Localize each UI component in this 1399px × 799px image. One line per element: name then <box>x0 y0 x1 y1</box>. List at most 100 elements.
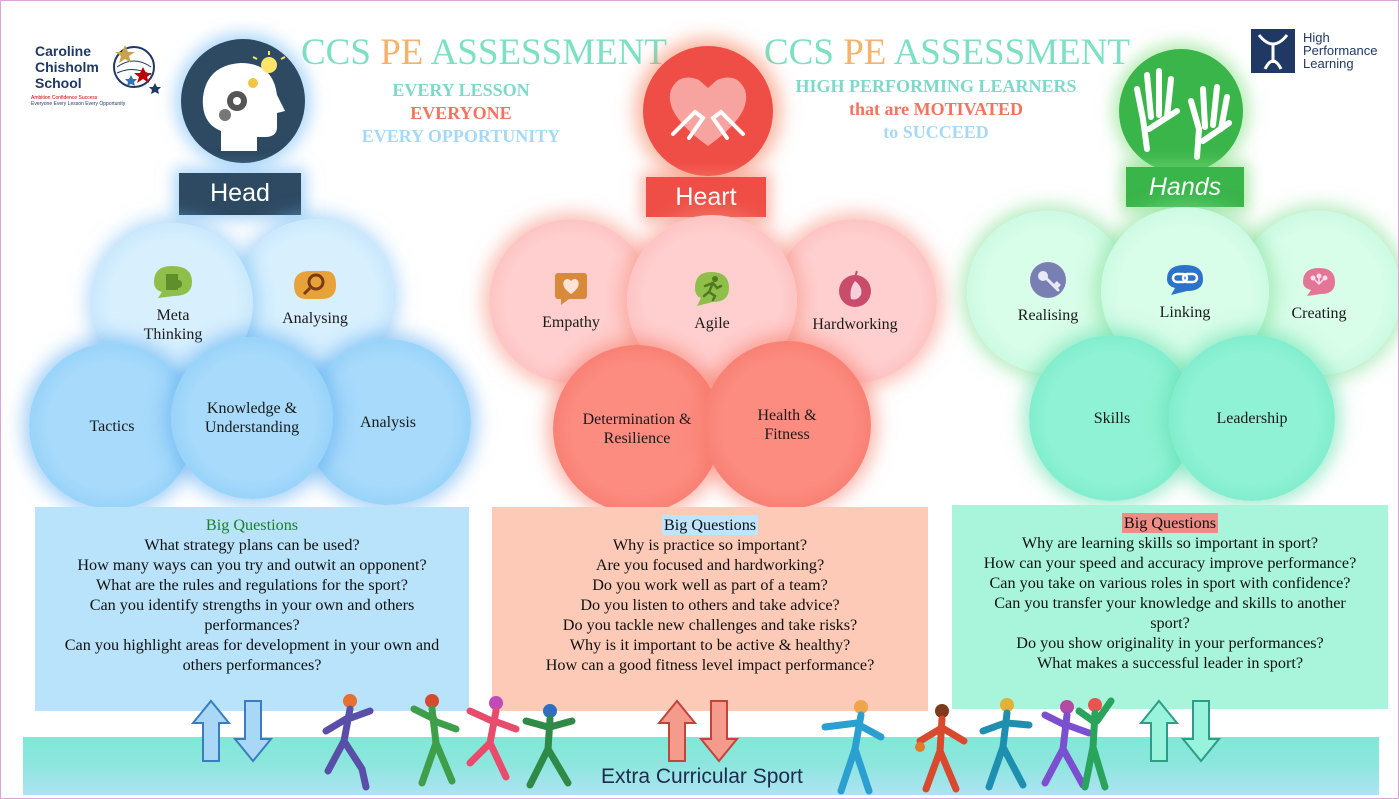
head-question: others performances? <box>182 656 322 674</box>
hpl-line-2: Performance <box>1303 43 1378 58</box>
head-questions-box: Big Questions What strategy plans can be… <box>35 507 469 711</box>
hpl-line-1: High <box>1303 30 1330 45</box>
head-label-text: Head <box>210 179 270 207</box>
school-name-line-3: School <box>35 75 82 91</box>
motto-line-2: Everyone Every Lesson Every Opportunity <box>31 101 126 107</box>
title-left: CCS PE ASSESSMENT <box>301 31 667 74</box>
bubble-leadership: Leadership <box>1169 335 1335 501</box>
bubble-skills-text: Skills <box>1093 409 1131 427</box>
athlete-figure-icon <box>1075 697 1115 791</box>
athlete-figure-icon <box>821 700 885 795</box>
school-name-line-1: Caroline <box>35 43 92 59</box>
athlete-figure-icon <box>522 704 576 789</box>
school-logo: Caroline Chisholm School Ambition Confid… <box>25 29 165 119</box>
title-left-pe: PE <box>380 32 431 73</box>
subtitle-right-line-1: HIGH PERFORMING LEARNERS <box>795 76 1077 96</box>
heart-hands-icon <box>669 77 747 146</box>
key-icon <box>1030 261 1066 298</box>
hands-question: What makes a successful leader in sport? <box>1036 654 1304 672</box>
school-name: Caroline Chisholm School <box>35 43 99 91</box>
bubble-health-text: Health & Fitness <box>757 407 817 443</box>
subtitle-right-line-3: to SUCCEED <box>883 122 989 142</box>
hpl-logo-icon <box>1251 29 1295 73</box>
title-right-ccs: CCS <box>764 32 844 73</box>
bubble-tactics: Tactics <box>29 343 195 509</box>
hands-question: Can you take on various roles in sport w… <box>989 574 1351 592</box>
bubble-skills: Skills <box>1029 335 1195 501</box>
school-motto: Ambition Confidence Success Everyone Eve… <box>31 95 161 107</box>
hands-question: Can you transfer your knowledge and skil… <box>994 594 1346 612</box>
up-down-arrows-icon <box>657 699 740 763</box>
pear-icon <box>839 270 871 307</box>
raised-hands-icon <box>1134 68 1232 160</box>
chain-link-icon <box>1167 264 1203 295</box>
hands-questions-title: Big Questions <box>1121 513 1219 533</box>
title-left-ccs: CCS <box>301 32 381 73</box>
heart-question: Why is it important to be active & healt… <box>569 636 851 654</box>
hands-circle <box>1119 49 1243 173</box>
head-question: What are the rules and regulations for t… <box>96 576 408 594</box>
hpl-line-3: Learning <box>1303 56 1354 71</box>
athlete-figure-icon <box>979 698 1033 791</box>
magnifier-icon <box>294 270 336 299</box>
head-questions-title: Big Questions <box>205 516 299 534</box>
hpl-text: High Performance Learning <box>1303 31 1377 70</box>
subtitle-left: EVERY LESSON EVERYONE EVERY OPPORTUNITY <box>361 79 561 148</box>
bubble-health: Health & Fitness <box>703 341 871 509</box>
bubble-empathy-text: Empathy <box>542 313 600 331</box>
bubble-determination: Determination & Resilience <box>553 345 721 513</box>
heart-question: Do you tackle new challenges and take ri… <box>562 616 858 634</box>
bubble-realising-text: Realising <box>1017 306 1079 324</box>
school-name-line-2: Chisholm <box>35 59 99 75</box>
hands-question: sport? <box>1150 614 1190 632</box>
heart-circle <box>643 46 773 176</box>
extra-curricular-label: Extra Curricular Sport <box>601 765 803 788</box>
title-left-assessment: ASSESSMENT <box>430 32 668 73</box>
bubble-analysing-text: Analysing <box>282 309 348 327</box>
speech-heart-icon <box>555 272 587 305</box>
title-right-pe: PE <box>843 32 894 73</box>
head-question: performances? <box>204 616 300 634</box>
heart-questions-title: Big Questions <box>661 515 759 535</box>
head-gears-icon <box>202 51 286 151</box>
head-question: How many ways can you try and outwit an … <box>77 556 427 574</box>
title-right: CCS PE ASSESSMENT <box>764 31 1130 74</box>
bubble-creating-text: Creating <box>1291 304 1347 322</box>
bubble-agile-text: Agile <box>694 314 730 332</box>
bubble-linking-text: Linking <box>1159 303 1211 321</box>
subtitle-left-line-1: EVERY LESSON <box>392 80 530 100</box>
heart-question: Are you focused and hardworking? <box>595 556 825 574</box>
head-circle <box>181 39 305 163</box>
athlete-figure-icon <box>1041 700 1093 789</box>
heart-questions-box: Big Questions Why is practice so importa… <box>492 507 928 711</box>
hands-questions-box: Big Questions Why are learning skills so… <box>952 505 1388 709</box>
athlete-figure-icon <box>410 694 460 787</box>
bubble-hardworking-text: Hardworking <box>812 315 898 333</box>
hands-question: How can your speed and accuracy improve … <box>983 554 1357 572</box>
heart-label: Heart <box>646 177 766 217</box>
hands-label-text: Hands <box>1148 173 1222 201</box>
bubble-leadership-text: Leadership <box>1216 409 1288 427</box>
title-right-assessment: ASSESSMENT <box>893 32 1131 73</box>
heart-question: Why is practice so important? <box>612 536 808 554</box>
hands-question: Why are learning skills so important in … <box>1021 534 1319 552</box>
subtitle-right: HIGH PERFORMING LEARNERS that are MOTIVA… <box>781 75 1091 144</box>
subtitle-left-line-2: EVERYONE <box>410 103 512 123</box>
head-label: Head <box>179 173 301 215</box>
bubble-meta-thinking-text: Meta Thinking <box>143 307 203 343</box>
hands-question: Do you show originality in your performa… <box>1016 634 1324 652</box>
subtitle-right-line-2: that are MOTIVATED <box>848 99 1023 119</box>
heart-question: How can a good fitness level impact perf… <box>545 656 875 674</box>
bubble-tactics-text: Tactics <box>89 417 135 435</box>
athlete-figure-icon <box>322 694 374 791</box>
up-down-arrows-icon <box>191 699 274 763</box>
head-question: What strategy plans can be used? <box>144 536 360 554</box>
puzzle-icon <box>154 266 192 298</box>
bubble-analysis-text: Analysis <box>360 413 416 431</box>
heart-label-text: Heart <box>675 183 737 211</box>
school-globe-icon <box>113 45 161 94</box>
runner-icon <box>695 271 729 306</box>
athlete-figure-icon <box>915 704 968 793</box>
subtitle-left-line-3: EVERY OPPORTUNITY <box>361 126 561 146</box>
